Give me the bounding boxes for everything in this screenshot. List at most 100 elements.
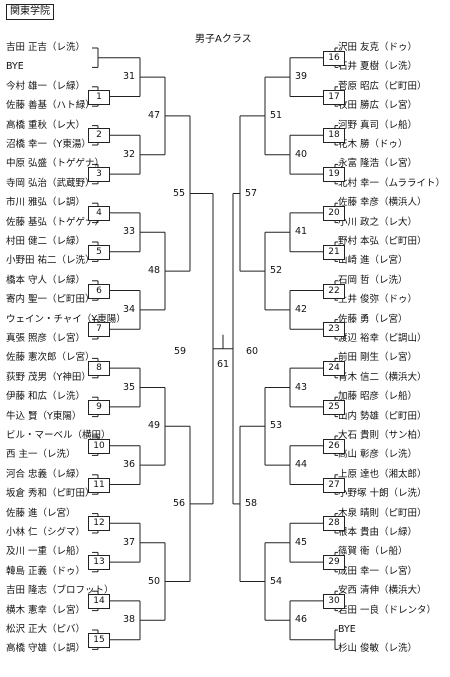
left-r2-match-35: 35	[122, 381, 137, 393]
right-r3-match-53: 53	[269, 420, 284, 432]
left-r2-match-34: 34	[122, 303, 137, 315]
right-r1-match-17: 17	[323, 89, 345, 105]
right-r2-match-46: 46	[294, 614, 309, 626]
left-player-20: ビル・マーベル（横田）	[6, 430, 111, 441]
left-player-30: 松沢 正大（ピバ）	[6, 624, 86, 635]
left-player-12: 橋本 守人（レ緑）	[6, 274, 86, 286]
right-player-23: 小野塚 十朗（レ洗）	[338, 488, 427, 500]
left-player-22: 河合 忠義（レ緑）	[6, 468, 86, 480]
right-player-15: 渡辺 裕幸（ピ調山）	[338, 333, 427, 344]
left-r3-match-50: 50	[147, 575, 162, 587]
right-player-24: 木泉 晴則（ピ町田）	[338, 507, 427, 519]
right-player-22: 上原 達也（湘太郎）	[338, 468, 427, 480]
left-r1-match-7: 7	[88, 322, 110, 338]
right-player-11: 山崎 進（レ宮）	[338, 255, 408, 267]
left-player-14: ウェイン・チャイ（Y東陽）	[6, 313, 126, 325]
left-player-25: 小林 仁（シグマ）	[6, 527, 86, 538]
right-player-13: 土井 俊弥（ドゥ）	[338, 294, 418, 306]
left-player-5: 沼橋 幸一（Y東湯）	[6, 139, 91, 150]
left-r1-match-8: 8	[88, 361, 110, 377]
right-player-25: 根本 貴由（レ緑）	[338, 527, 418, 538]
left-r1-match-6: 6	[88, 283, 110, 299]
left-player-26: 及川 一重（レ船）	[6, 546, 86, 558]
right-r1-match-28: 28	[323, 516, 345, 532]
right-player-5: 花木 勝（ドゥ）	[338, 139, 408, 150]
left-r2-match-33: 33	[122, 226, 137, 238]
left-player-19: 牛込 賢（Y東陽）	[6, 410, 82, 422]
left-player-21: 西 主一（レ洗）	[6, 449, 76, 461]
left-player-13: 寄内 聖一（ピ町田）	[6, 294, 95, 306]
right-player-17: 青木 信二（横浜大）	[338, 371, 427, 383]
venue-label: 関東学院	[6, 4, 54, 20]
left-player-17: 荻野 茂男（Y神田）	[6, 371, 91, 383]
right-player-6: 永富 隆浩（レ宮）	[338, 158, 418, 170]
right-r1-match-21: 21	[323, 244, 345, 260]
left-player-9: 佐藤 基弘（トゲゲナ）	[6, 216, 105, 228]
left-r1-match-11: 11	[88, 477, 110, 493]
left-r1-match-2: 2	[88, 128, 110, 144]
right-r1-match-27: 27	[323, 477, 345, 493]
right-r1-match-16: 16	[323, 50, 345, 66]
right-player-8: 佐藤 幸彦（横浜人）	[338, 197, 427, 209]
left-r1-match-3: 3	[88, 167, 110, 183]
right-player-31: 杉山 俊敏（レ洗）	[338, 643, 418, 655]
right-player-0: 沢田 友克（ドゥ）	[338, 42, 418, 53]
left-r3-match-47: 47	[147, 109, 162, 121]
right-player-30: BYE	[338, 624, 356, 635]
right-r2-match-42: 42	[294, 303, 309, 315]
left-player-6: 中原 弘盛（トゲゲナ）	[6, 158, 105, 170]
right-r3-match-54: 54	[269, 575, 284, 587]
left-player-27: 韓島 正義（ドゥ）	[6, 565, 86, 577]
right-r1-match-22: 22	[323, 283, 345, 299]
left-r1-match-10: 10	[88, 438, 110, 454]
right-r1-match-25: 25	[323, 399, 345, 415]
left-player-3: 佐藤 善基（ハト緑）	[6, 100, 95, 112]
left-player-1: BYE	[6, 61, 24, 73]
right-r1-match-20: 20	[323, 205, 345, 221]
right-r1-match-26: 26	[323, 438, 345, 454]
right-r1-match-23: 23	[323, 322, 345, 338]
left-player-18: 伊藤 和広（レ洗）	[6, 391, 86, 403]
left-r2-match-37: 37	[122, 536, 137, 548]
left-r1-match-9: 9	[88, 399, 110, 415]
right-r2-match-44: 44	[294, 459, 309, 471]
right-r2-match-39: 39	[294, 71, 309, 83]
left-semi-match-59: 59	[173, 345, 188, 357]
left-player-10: 村田 健二（レ緑）	[6, 236, 86, 247]
left-r1-match-4: 4	[88, 205, 110, 221]
left-player-7: 寺岡 弘治（武蔵野）	[6, 177, 95, 189]
right-player-29: 岩田 一良（ドレンタ）	[338, 604, 437, 616]
right-semi-match-60: 60	[245, 345, 260, 357]
left-r1-match-12: 12	[88, 516, 110, 532]
bracket-title: 男子Aクラス	[195, 34, 252, 45]
right-r1-match-24: 24	[323, 361, 345, 377]
right-player-18: 加藤 昭彦（レ船）	[338, 391, 418, 403]
right-player-14: 佐藤 勇（レ宮）	[338, 313, 408, 325]
right-player-16: 前田 剛生（レ宮）	[338, 352, 418, 364]
left-r4-match-56: 56	[172, 497, 187, 509]
left-r1-match-5: 5	[88, 244, 110, 260]
right-r1-match-18: 18	[323, 128, 345, 144]
right-r1-match-19: 19	[323, 167, 345, 183]
right-r2-match-41: 41	[294, 226, 309, 238]
left-player-8: 市川 雅弘（レ調）	[6, 197, 86, 209]
right-player-28: 安西 清伸（横浜大）	[338, 585, 427, 597]
left-player-0: 吉田 正吉（レ洗）	[6, 42, 86, 53]
right-player-9: 小川 政之（レ大）	[338, 216, 418, 228]
right-player-1: 石井 夏樹（レ洗）	[338, 61, 418, 73]
left-r1-match-14: 14	[88, 593, 110, 609]
left-r3-match-49: 49	[147, 420, 162, 432]
right-player-19: 山内 勢雄（ピ町田）	[338, 410, 427, 422]
right-player-3: 牧田 勝広（レ宮）	[338, 100, 418, 112]
right-player-27: 成田 幸一（レ宮）	[338, 565, 418, 577]
right-player-20: 大石 貴則（サン柏）	[338, 430, 427, 441]
left-player-11: 小野田 祐二（レ洗）	[6, 255, 95, 267]
left-r2-match-31: 31	[122, 71, 137, 83]
left-r2-match-38: 38	[122, 614, 137, 626]
right-player-26: 篠賀 衛（レ船）	[338, 546, 408, 558]
left-player-2: 今村 雄一（レ緑）	[6, 80, 86, 92]
right-player-10: 野村 本弘（ピ町田）	[338, 236, 427, 247]
left-player-16: 佐藤 憲次郎（レ宮）	[6, 352, 95, 364]
right-r2-match-43: 43	[294, 381, 309, 393]
